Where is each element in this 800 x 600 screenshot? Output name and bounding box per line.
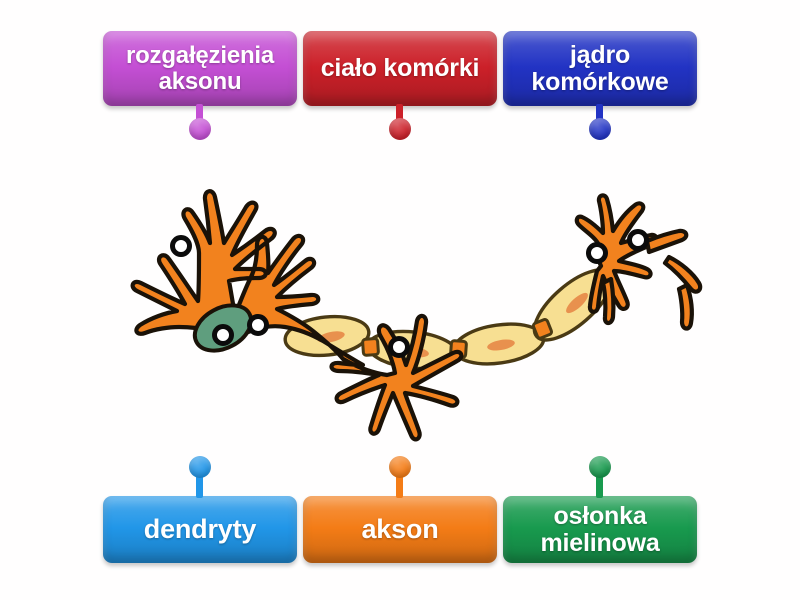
label-box-cialo-komorki[interactable]: ciało komórki <box>303 31 497 106</box>
callout-knob-jadro-komorkowe[interactable] <box>589 118 611 140</box>
label-line2: mielinowa <box>540 528 660 557</box>
label-line2: komórkowe <box>531 67 669 96</box>
label-box-akson[interactable]: akson <box>303 496 497 563</box>
callout-knob-oslonka-mielinowa[interactable] <box>589 456 611 478</box>
marker-myelin[interactable] <box>388 336 410 358</box>
callout-knob-rozgalezienia-aksonu[interactable] <box>189 118 211 140</box>
label-line1: rozgałęzienia <box>125 42 275 70</box>
neuron-illustration <box>130 189 703 442</box>
label-line1: osłonka <box>553 502 647 531</box>
label-line1: ciało komórki <box>320 54 480 83</box>
label-box-rozgalezienia-aksonu[interactable]: rozgałęzienia aksonu <box>103 31 297 106</box>
callout-stem-jadro-komorkowe <box>596 104 603 126</box>
label-box-dendryty[interactable]: dendryty <box>103 496 297 563</box>
label-box-oslonka-mielinowa[interactable]: osłonka mielinowa <box>503 496 697 563</box>
label-line2: aksonu <box>158 67 242 95</box>
marker-axon-terminal-right[interactable] <box>627 229 649 251</box>
label-line1: jądro <box>569 41 631 70</box>
callout-stem-oslonka-mielinowa <box>596 474 603 498</box>
callout-knob-akson[interactable] <box>389 456 411 478</box>
callout-stem-cialo-komorki <box>396 104 403 126</box>
callout-stem-akson <box>396 474 403 498</box>
soma-and-dendrites <box>130 189 464 442</box>
callout-stem-dendryty <box>196 474 203 498</box>
callout-stem-rozgalezienia-aksonu <box>196 104 203 126</box>
marker-nucleus[interactable] <box>212 324 234 346</box>
callout-knob-dendryty[interactable] <box>189 456 211 478</box>
label-line1: dendryty <box>143 514 257 545</box>
marker-cell-body[interactable] <box>247 314 269 336</box>
marker-dendrite-upper[interactable] <box>170 235 192 257</box>
axon-terminal-branches <box>574 193 703 331</box>
callout-knob-cialo-komorki[interactable] <box>389 118 411 140</box>
label-line1: akson <box>361 514 439 545</box>
marker-axon-terminal-left[interactable] <box>586 242 608 264</box>
label-box-jadro-komorkowe[interactable]: jądro komórkowe <box>503 31 697 106</box>
